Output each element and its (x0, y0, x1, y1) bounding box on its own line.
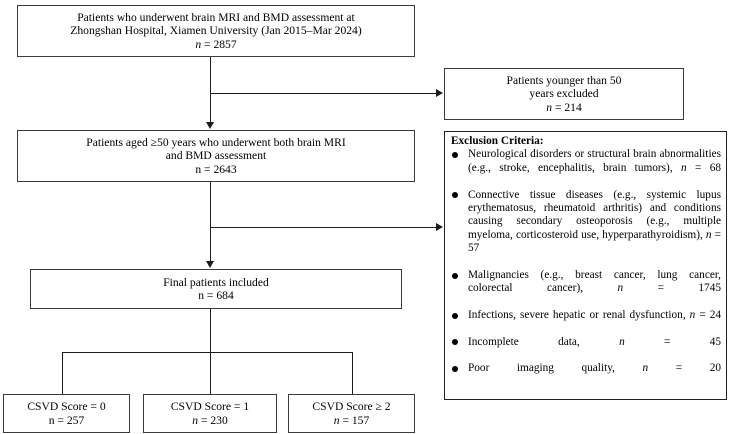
exclusion-item-text: Connective tissue diseases (e.g., system… (468, 188, 721, 255)
connector-split-bar (62, 352, 353, 353)
bullet-icon (452, 366, 458, 373)
box-csvd-score-0-count: n = 257 (48, 413, 85, 427)
arrowhead-down-to-aged (206, 122, 214, 129)
list-item: Connective tissue diseases (e.g., system… (450, 189, 721, 269)
bullet-icon (452, 339, 458, 346)
box-csvd-score-1-count: n = 230 (192, 414, 228, 427)
n-value: = 214 (554, 100, 582, 114)
connector-trunk-cohort-to-aged (210, 57, 211, 123)
list-item: Poor imaging quality, n = 20 (450, 362, 721, 389)
exclusion-item-text: Incomplete data, n = 45 (468, 335, 721, 348)
exclusion-criteria-title: Exclusion Criteria: (451, 135, 544, 147)
box-csvd-score-1-label: CSVD Score = 1 (170, 400, 250, 414)
arrowhead-down-to-final (206, 261, 214, 268)
box-csvd-score-2-plus: CSVD Score ≥ 2 n = 157 (288, 394, 415, 433)
box-csvd-score-2-plus-count: n = 157 (334, 414, 370, 427)
exclusion-item-text: Infections, severe hepatic or renal dysf… (468, 308, 721, 321)
n-value: = 157 (342, 413, 370, 427)
exclusion-criteria-list: Neurological disorders or structural bra… (450, 148, 721, 389)
box-excluded-under-50-count: n = 214 (546, 101, 582, 114)
list-item: Malignancies (e.g., breast cancer, lung … (450, 269, 721, 309)
list-item: Incomplete data, n = 45 (450, 336, 721, 363)
connector-branch-to-exclusion-panel (210, 227, 436, 228)
arrowhead-right-to-excluded-under-50 (436, 89, 443, 97)
connector-drop-csvd-1 (210, 352, 211, 394)
connector-drop-csvd-0 (62, 352, 63, 394)
exclusion-item-text: Poor imaging quality, n = 20 (468, 362, 721, 375)
box-aged-50-plus-count: n = 2643 (195, 162, 237, 176)
bullet-icon (452, 272, 458, 279)
n-value: = 230 (200, 413, 228, 427)
box-final-patients: Final patients included n = 684 (30, 269, 402, 309)
box-excluded-under-50-line1: Patients younger than 50 (506, 73, 622, 87)
connector-branch-to-excluded-under-50 (210, 93, 436, 94)
n-symbol: n (192, 413, 199, 427)
list-item: Neurological disorders or structural bra… (450, 148, 721, 188)
box-csvd-score-0: CSVD Score = 0 n = 257 (3, 394, 130, 433)
box-initial-cohort-count: n = 2857 (195, 38, 236, 51)
box-initial-cohort-line1: Patients who underwent brain MRI and BMD… (77, 10, 355, 24)
n-symbol: n (195, 37, 202, 51)
connector-drop-csvd-2 (352, 352, 353, 394)
exclusion-item-text: Malignancies (e.g., breast cancer, lung … (468, 268, 721, 295)
box-csvd-score-0-label: CSVD Score = 0 (27, 400, 106, 414)
bullet-icon (452, 152, 458, 159)
box-aged-50-plus: Patients aged ≥50 years who underwent bo… (17, 130, 415, 182)
box-initial-cohort: Patients who underwent brain MRI and BMD… (17, 5, 415, 57)
box-final-patients-count: n = 684 (198, 289, 234, 302)
connector-trunk-aged-to-final (210, 182, 211, 262)
exclusion-item-text: Neurological disorders or structural bra… (468, 148, 721, 174)
box-initial-cohort-line2: Zhongshan Hospital, Xiamen University (J… (70, 24, 362, 38)
box-excluded-under-50: Patients younger than 50 years excluded … (444, 68, 684, 120)
bullet-icon (452, 192, 458, 199)
box-aged-50-plus-line1: Patients aged ≥50 years who underwent bo… (86, 135, 346, 149)
box-csvd-score-2-plus-label: CSVD Score ≥ 2 (312, 400, 391, 414)
box-aged-50-plus-line2: and BMD assessment (165, 149, 267, 163)
panel-exclusion-criteria: Exclusion Criteria: Neurological disorde… (444, 131, 727, 400)
arrowhead-right-to-exclusion-panel (436, 223, 443, 231)
bullet-icon (452, 312, 458, 319)
n-value: = 2857 (204, 37, 237, 51)
box-csvd-score-1: CSVD Score = 1 n = 230 (143, 394, 277, 433)
box-final-patients-line1: Final patients included (163, 275, 269, 289)
n-symbol: n (333, 413, 340, 427)
list-item: Infections, severe hepatic or renal dysf… (450, 309, 721, 336)
connector-final-to-split (210, 309, 211, 353)
n-symbol: n (546, 100, 553, 114)
box-excluded-under-50-line2: years excluded (529, 87, 599, 101)
